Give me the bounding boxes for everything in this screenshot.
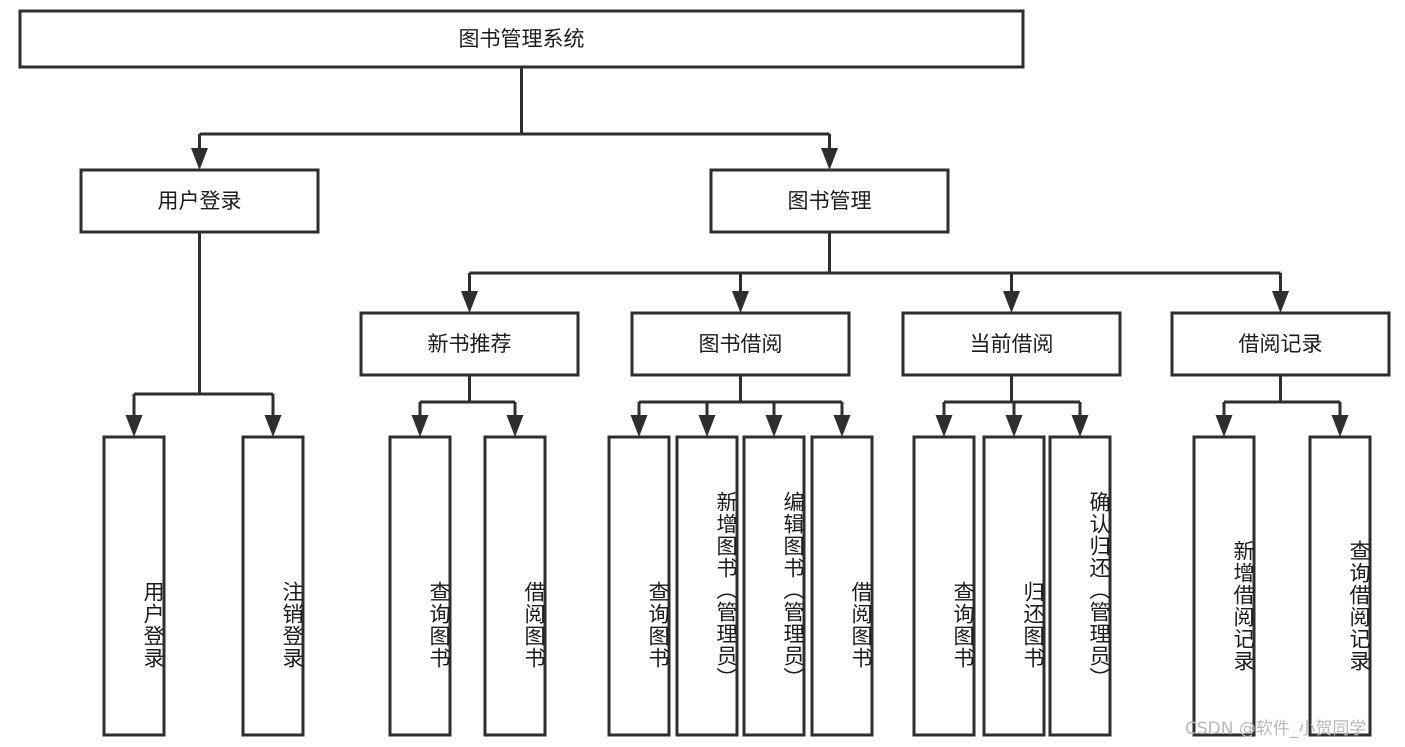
node-leaf-return-book[interactable] <box>982 435 1046 737</box>
node-leaf-query-book-1[interactable] <box>388 435 452 737</box>
connector-userlogin-to-leaves <box>125 232 282 437</box>
node-label-book-management: 图书管理 <box>788 189 872 213</box>
connector-root-to-level2 <box>191 67 838 170</box>
node-leaf-edit-book[interactable] <box>742 435 806 737</box>
connectors-layer <box>125 67 1349 437</box>
connector-currentborrow-to-leaves <box>935 375 1089 437</box>
node-box-leaf-edit-book[interactable] <box>742 435 806 737</box>
node-box-current-borrow[interactable] <box>901 311 1122 377</box>
node-leaf-query-book-3[interactable] <box>912 435 976 737</box>
node-label-root: 图书管理系统 <box>459 27 585 51</box>
node-box-leaf-add-borrow-record[interactable] <box>1192 435 1256 737</box>
node-box-user-login[interactable] <box>79 168 320 234</box>
node-box-root[interactable] <box>18 9 1025 69</box>
node-new-book-recommend[interactable] <box>359 311 580 377</box>
node-label-new-book-recommend: 新书推荐 <box>428 332 512 356</box>
node-leaf-borrow-book-1[interactable] <box>483 435 547 737</box>
node-leaf-logout[interactable] <box>241 435 305 737</box>
node-box-leaf-query-borrow-record[interactable] <box>1308 435 1372 737</box>
connector-bookborrow-to-leaves <box>630 375 851 437</box>
connector-borrowrecord-to-leaves <box>1215 375 1349 437</box>
node-box-leaf-query-book-3[interactable] <box>912 435 976 737</box>
node-leaf-user-login[interactable] <box>102 435 166 737</box>
node-box-book-borrow[interactable] <box>630 311 851 377</box>
node-leaf-add-book[interactable] <box>675 435 739 737</box>
node-leaf-borrow-book-2[interactable] <box>810 435 874 737</box>
csdn-watermark: CSDN @软件_小贺同学 <box>1185 719 1367 739</box>
node-box-leaf-query-book-2[interactable] <box>607 435 671 737</box>
node-leaf-query-book-2[interactable] <box>607 435 671 737</box>
node-label-book-borrow: 图书借阅 <box>699 332 783 356</box>
node-box-leaf-borrow-book-1[interactable] <box>483 435 547 737</box>
node-current-borrow[interactable] <box>901 311 1122 377</box>
connector-newbook-to-leaves <box>411 375 524 437</box>
node-box-leaf-logout[interactable] <box>241 435 305 737</box>
node-box-book-management[interactable] <box>709 168 950 234</box>
node-box-new-book-recommend[interactable] <box>359 311 580 377</box>
node-box-leaf-user-login[interactable] <box>102 435 166 737</box>
node-leaf-query-borrow-record[interactable] <box>1308 435 1372 737</box>
node-box-leaf-confirm-return[interactable] <box>1048 435 1112 737</box>
node-box-leaf-query-book-1[interactable] <box>388 435 452 737</box>
connector-bookmgmt-to-level3 <box>461 232 1289 313</box>
node-leaf-add-borrow-record[interactable] <box>1192 435 1256 737</box>
node-box-leaf-borrow-book-2[interactable] <box>810 435 874 737</box>
node-borrow-record[interactable] <box>1170 311 1391 377</box>
node-leaf-confirm-return[interactable] <box>1048 435 1112 737</box>
node-book-management[interactable] <box>709 168 950 234</box>
node-box-leaf-return-book[interactable] <box>982 435 1046 737</box>
node-label-current-borrow: 当前借阅 <box>970 332 1054 356</box>
node-box-borrow-record[interactable] <box>1170 311 1391 377</box>
node-user-login[interactable] <box>79 168 320 234</box>
node-label-borrow-record: 借阅记录 <box>1239 332 1323 356</box>
node-box-leaf-add-book[interactable] <box>675 435 739 737</box>
node-label-user-login: 用户登录 <box>158 189 242 213</box>
node-root[interactable] <box>18 9 1025 69</box>
boxes-layer <box>18 9 1391 737</box>
node-book-borrow[interactable] <box>630 311 851 377</box>
